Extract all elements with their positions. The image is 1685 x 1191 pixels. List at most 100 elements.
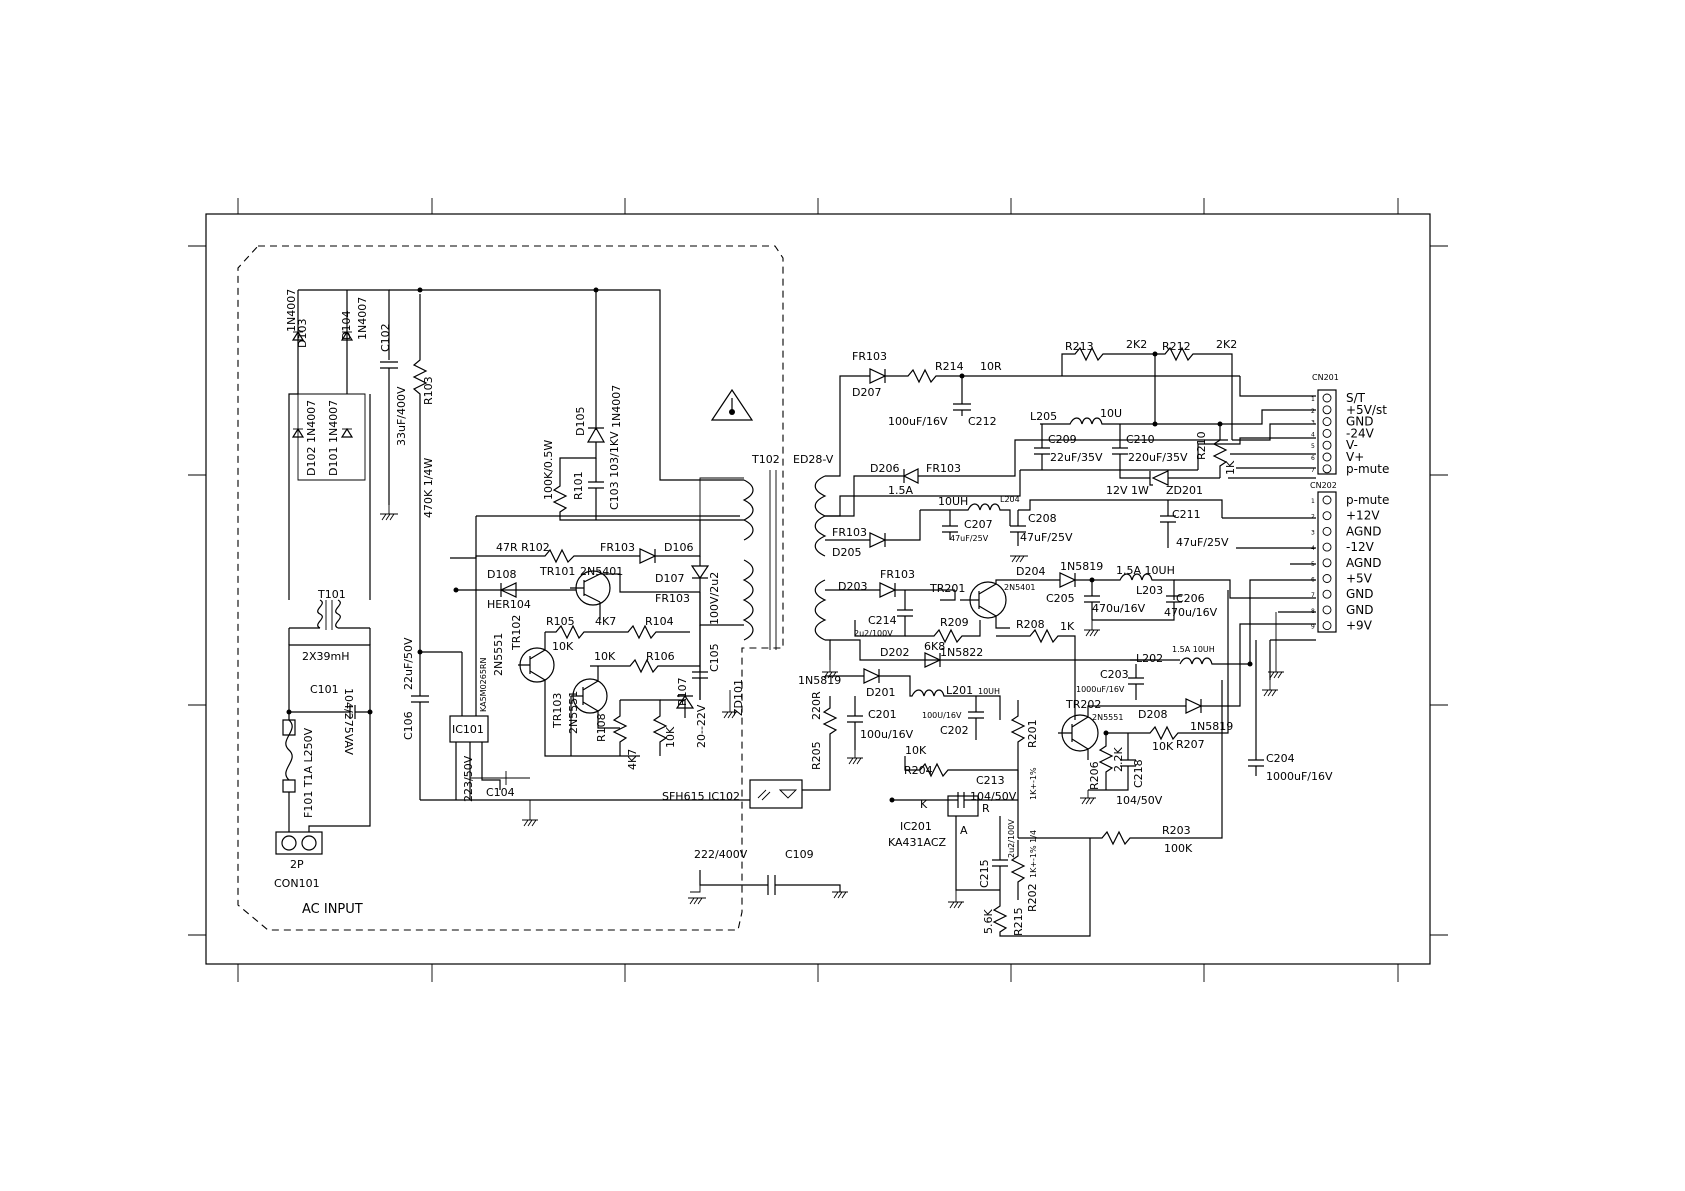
c213-label: C213 xyxy=(976,774,1005,787)
cn202-pin-number: 1 xyxy=(1311,498,1315,505)
fr103-e-label: FR103 xyxy=(832,526,867,539)
d202-label: D202 xyxy=(880,646,909,659)
r105-10k-label: 10K xyxy=(552,640,574,653)
high-voltage-warning-icon xyxy=(710,388,754,421)
cn202-pin-4 xyxy=(1322,542,1332,552)
d104-value: 1N4007 xyxy=(356,297,369,340)
cn202-pin-number: 2 xyxy=(1311,514,1315,521)
c105-value: 100V/2u2 xyxy=(708,572,721,625)
con-2p-label: 2P xyxy=(290,858,304,871)
c212-label: C212 xyxy=(968,415,997,428)
r107-label: R107 xyxy=(676,677,689,706)
cn201-pin-label: V- xyxy=(1346,438,1358,452)
d201-label: D201 xyxy=(866,686,895,699)
l201-value: 10UH xyxy=(978,687,1000,696)
d201-value: 1N5819 xyxy=(798,674,841,687)
c208-value: 47uF/25V xyxy=(1020,531,1073,544)
r202-value: 1K+-1% 1/4 xyxy=(1029,830,1038,878)
r206-value: 2.2K xyxy=(1112,747,1125,772)
r107-value: 10K xyxy=(664,726,677,748)
r210-label: R210 xyxy=(1195,431,1208,460)
d208-label: D208 xyxy=(1138,708,1167,721)
c106-label: C106 xyxy=(402,711,415,740)
cn202-pin-label: -12V xyxy=(1346,540,1375,554)
tr201-value: 2N5401 xyxy=(1004,583,1035,592)
cn201-pin-label: S/T xyxy=(1346,391,1366,405)
r201-value: 1K+-1% xyxy=(1029,767,1038,800)
sheet-frame xyxy=(188,198,1448,982)
ic101-value: KA5M0265RN xyxy=(479,658,488,712)
cn201-pin-number: 5 xyxy=(1311,443,1315,450)
c204-label: C204 xyxy=(1266,752,1295,765)
cn201-pin-label: GND xyxy=(1346,415,1374,429)
d206-value: 1.5A xyxy=(888,484,913,497)
l203-value: 1.5A 10UH xyxy=(1116,564,1175,577)
cn201-pin-number: 2 xyxy=(1311,408,1315,415)
d107-label: D107 xyxy=(655,572,684,585)
d102-label: D102 1N4007 xyxy=(305,400,318,476)
c102-value: 33uF/400V xyxy=(395,386,408,446)
l205-label: L205 xyxy=(1030,410,1057,423)
zd101-value: 20--22V xyxy=(695,704,708,748)
cn202-pin-9 xyxy=(1322,621,1332,631)
ac-input-label: AC INPUT xyxy=(302,902,363,917)
c205-value: 470u/16V xyxy=(1092,602,1146,615)
r209-value: 6K8 xyxy=(924,640,945,653)
cn202-pin-label: AGND xyxy=(1346,556,1382,570)
c206-label: C206 xyxy=(1176,592,1205,605)
l202-label: L202 xyxy=(1136,652,1163,665)
c212-value: 100uF/16V xyxy=(888,415,948,428)
d204-label: D204 xyxy=(1016,565,1045,578)
cn202-label: CN202 xyxy=(1310,481,1337,490)
r214-value: 10R xyxy=(980,360,1002,373)
cn202-pin-5 xyxy=(1322,558,1332,568)
primary-control-section: D105 1N4007 100K/0.5W R101 C103 103/1KV … xyxy=(402,287,848,905)
cn202-pin-number: 5 xyxy=(1311,561,1315,568)
r213-value: 2K2 xyxy=(1126,338,1147,351)
cn201-pin-3 xyxy=(1322,417,1332,427)
tr102-value: 2N5551 xyxy=(492,633,505,676)
l203-label: L203 xyxy=(1136,584,1163,597)
c215-label: C215 xyxy=(978,859,991,888)
r207-label: R207 xyxy=(1176,738,1205,751)
cn201-pin-number: 7 xyxy=(1311,467,1315,474)
cn201-label: CN201 xyxy=(1312,373,1339,382)
c104-label: C104 xyxy=(486,786,515,799)
ic201-label: IC201 xyxy=(900,820,932,833)
cn202-pin-number: 7 xyxy=(1311,592,1315,599)
r203-value: 100K xyxy=(1164,842,1193,855)
r203-label: R203 xyxy=(1162,824,1191,837)
c102-label: C102 xyxy=(379,323,392,352)
cn201-pin-label: +5V/st xyxy=(1346,403,1387,417)
l204-label: L204 xyxy=(1000,495,1020,504)
fr103-f-label: FR103 xyxy=(880,568,915,581)
tr202-value: 2N5551 xyxy=(1092,713,1123,722)
r209-label: R209 xyxy=(940,616,969,629)
cn202-pin-number: 8 xyxy=(1311,608,1315,615)
cn202-pin-label: GND xyxy=(1346,587,1374,601)
tr201-label: TR201 xyxy=(929,582,965,595)
ic201-pin-a: A xyxy=(960,824,968,837)
fr103-c-label: FR103 xyxy=(852,350,887,363)
cn202-pin-label: GND xyxy=(1346,603,1374,617)
c203-value: 1000uF/16V xyxy=(1076,685,1125,694)
d105-value: 1N4007 xyxy=(610,385,623,428)
r206-label: R206 xyxy=(1088,761,1101,790)
r105-label: R105 xyxy=(546,615,575,628)
d103-label: D103 xyxy=(296,319,309,348)
l202-value: 1.5A 10UH xyxy=(1172,645,1215,654)
r204-value: 10K xyxy=(905,744,927,757)
l201-label: L201 xyxy=(946,684,973,697)
ac-input-section: 2P CON101 AC INPUT F101 T1A L250V C101 1… xyxy=(274,287,744,917)
con101-label: CON101 xyxy=(274,877,320,890)
c210-value: 220uF/35V xyxy=(1128,451,1188,464)
c201-label: C201 xyxy=(868,708,897,721)
l204-value: 10UH xyxy=(938,495,968,508)
tr102-label: TR102 xyxy=(510,615,523,651)
cn202-pin-label: p-mute xyxy=(1346,493,1389,507)
d206-label: D206 xyxy=(870,462,899,475)
cn201-pin-number: 4 xyxy=(1311,431,1315,438)
c201-value: 100u/16V xyxy=(860,728,914,741)
